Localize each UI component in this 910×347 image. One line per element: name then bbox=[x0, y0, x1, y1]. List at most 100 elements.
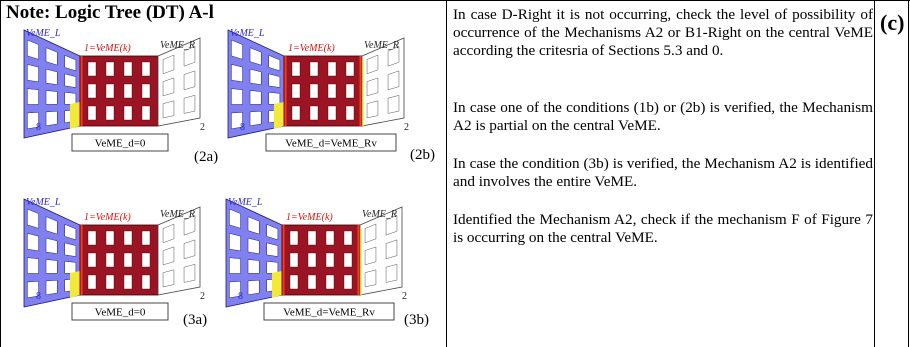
label-veme-l: VeME_L bbox=[26, 28, 61, 39]
window bbox=[141, 105, 151, 121]
label-veme-r: VeME_R bbox=[364, 40, 399, 51]
section-label: (c) bbox=[880, 10, 905, 35]
window bbox=[268, 92, 281, 105]
window bbox=[87, 274, 97, 290]
label-num-left: 8 bbox=[238, 291, 243, 302]
window bbox=[64, 261, 77, 274]
window bbox=[123, 252, 133, 268]
border-right bbox=[908, 0, 909, 347]
window bbox=[123, 83, 133, 99]
label-num-left: 8 bbox=[36, 291, 41, 302]
window bbox=[45, 259, 58, 274]
window bbox=[45, 216, 58, 235]
paragraph-3: In case the condition (3b) is verified, … bbox=[453, 155, 873, 191]
window bbox=[64, 223, 77, 241]
window bbox=[27, 39, 39, 60]
window bbox=[141, 230, 151, 246]
paragraph-4: Identified the Mechanism A2, check if th… bbox=[453, 211, 873, 247]
window bbox=[325, 230, 335, 246]
window bbox=[64, 92, 77, 105]
window bbox=[162, 100, 175, 119]
label-num-right: 2 bbox=[200, 291, 205, 302]
window bbox=[87, 61, 97, 77]
window bbox=[345, 61, 355, 77]
window bbox=[27, 208, 39, 229]
window bbox=[327, 105, 337, 121]
window bbox=[123, 230, 133, 246]
border-top bbox=[0, 0, 910, 1]
figure-caption-3a: (3a) bbox=[183, 312, 208, 328]
window bbox=[105, 230, 115, 246]
window bbox=[229, 208, 241, 229]
window bbox=[387, 94, 400, 114]
window bbox=[291, 83, 301, 99]
window bbox=[307, 252, 317, 268]
window bbox=[87, 105, 97, 121]
column-divider-1 bbox=[446, 0, 447, 347]
yellow-strip bbox=[272, 271, 282, 298]
window bbox=[27, 233, 39, 252]
window bbox=[291, 105, 301, 121]
label-num-left: 8 bbox=[36, 122, 41, 133]
note-title: Note: Logic Tree (DT) A-l bbox=[6, 2, 214, 23]
window bbox=[247, 237, 260, 255]
window bbox=[247, 216, 260, 235]
window bbox=[162, 246, 175, 266]
figure-caption-3b: (3b) bbox=[404, 312, 429, 328]
window bbox=[27, 257, 39, 274]
window bbox=[231, 39, 243, 60]
window bbox=[64, 54, 77, 72]
window bbox=[345, 105, 355, 121]
window bbox=[343, 252, 353, 268]
window bbox=[364, 223, 377, 244]
window bbox=[64, 242, 77, 257]
window bbox=[343, 230, 353, 246]
window bbox=[27, 64, 39, 83]
window bbox=[364, 269, 377, 288]
yellow-strip bbox=[70, 271, 80, 298]
window bbox=[387, 46, 400, 67]
window bbox=[229, 257, 241, 274]
window bbox=[45, 68, 58, 86]
window bbox=[325, 274, 335, 290]
window bbox=[141, 61, 151, 77]
window bbox=[309, 105, 319, 121]
window bbox=[183, 263, 196, 283]
window bbox=[309, 61, 319, 77]
label-formula: 1=VeME(k) bbox=[286, 212, 333, 223]
label-formula: 1=VeME(k) bbox=[84, 212, 131, 223]
window bbox=[307, 230, 317, 246]
label-formula: 1=VeME(k) bbox=[84, 43, 131, 54]
window bbox=[87, 230, 97, 246]
window bbox=[291, 61, 301, 77]
window bbox=[231, 88, 243, 105]
window bbox=[309, 83, 319, 99]
window bbox=[105, 61, 115, 77]
window bbox=[231, 112, 243, 130]
veme-box bbox=[71, 133, 169, 152]
window bbox=[27, 281, 39, 299]
window bbox=[268, 73, 281, 88]
figure-caption-2b: (2b) bbox=[410, 147, 435, 163]
label-formula: 1=VeME(k) bbox=[288, 43, 335, 54]
window bbox=[266, 261, 279, 274]
yellow-strip bbox=[274, 102, 284, 129]
window bbox=[162, 223, 175, 244]
border-left bbox=[0, 0, 1, 347]
label-veme-r: VeME_R bbox=[362, 209, 397, 220]
window bbox=[123, 61, 133, 77]
column-divider-2 bbox=[874, 0, 875, 347]
veme-box-label: VeME_d=0 bbox=[95, 138, 146, 150]
label-num-left: 8 bbox=[240, 122, 245, 133]
window bbox=[183, 46, 196, 67]
window bbox=[123, 105, 133, 121]
window bbox=[183, 215, 196, 236]
window bbox=[162, 269, 175, 288]
